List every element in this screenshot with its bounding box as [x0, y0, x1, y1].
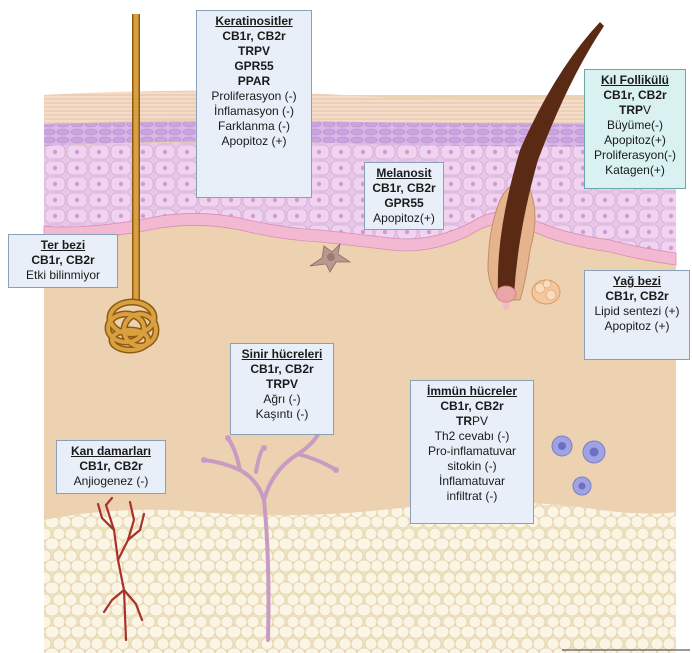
sweat-gland-title: Ter bezi: [13, 238, 113, 253]
melanocyte-title: Melanosit: [369, 166, 439, 181]
keratinocytes-box: Keratinositler CB1r, CB2r TRPV GPR55 PPA…: [196, 10, 312, 198]
sweat-gland-receptor-1: CB1r, CB2r: [13, 253, 113, 268]
immune-cells-effect-2: Pro-inflamatuvar: [415, 444, 529, 459]
blood-vessels-box: Kan damarları CB1r, CB2r Anjiogenez (-): [56, 440, 166, 494]
nerve-cells-receptor-2: TRPV: [235, 377, 329, 392]
nerve-cells-box: Sinir hücreleri CB1r, CB2r TRPV Ağrı (-)…: [230, 343, 334, 435]
keratinocytes-effect-2: İnflamasyon (-): [201, 104, 307, 119]
immune-cells-effect-1: Th2 cevabı (-): [415, 429, 529, 444]
nerve-cells-effect-1: Ağrı (-): [235, 392, 329, 407]
immune-cells-effect-3: sitokin (-): [415, 459, 529, 474]
sebaceous-gland-effect-2: Apopitoz (+): [589, 319, 685, 334]
hair-follicle-effect-2: Apopitoz(+): [589, 133, 681, 148]
subcutaneous-fat: [44, 502, 676, 653]
immune-cells-receptor-2: TRPV: [415, 414, 529, 429]
immune-cells-box: İmmün hücreler CB1r, CB2r TRPV Th2 cevab…: [410, 380, 534, 524]
keratinocytes-title: Keratinositler: [201, 14, 307, 29]
keratinocytes-effect-3: Farklanma (-): [201, 119, 307, 134]
sebaceous-gland: [532, 280, 560, 304]
sebaceous-gland-effect-1: Lipid sentezi (+): [589, 304, 685, 319]
keratinocytes-receptor-3: GPR55: [201, 59, 307, 74]
melanocyte-receptor-1: CB1r, CB2r: [369, 181, 439, 196]
hair-follicle-receptor-2: TRPV: [589, 103, 681, 118]
immune-cells-title: İmmün hücreler: [415, 384, 529, 399]
hair-follicle-effect-4: Katagen(+): [589, 163, 681, 178]
melanocyte-box: Melanosit CB1r, CB2r GPR55 Apopitoz(+): [364, 162, 444, 230]
keratinocytes-receptor-2: TRPV: [201, 44, 307, 59]
immune-cells-receptor-1: CB1r, CB2r: [415, 399, 529, 414]
melanocyte-receptor-2: GPR55: [369, 196, 439, 211]
melanocyte-effect-1: Apopitoz(+): [369, 211, 439, 226]
sebaceous-gland-title: Yağ bezi: [589, 274, 685, 289]
sebaceous-gland-box: Yağ bezi CB1r, CB2r Lipid sentezi (+) Ap…: [584, 270, 690, 360]
keratinocytes-effect-1: Proliferasyon (-): [201, 89, 307, 104]
sweat-gland-effect-1: Etki bilinmiyor: [13, 268, 113, 283]
keratinocytes-effect-4: Apopitoz (+): [201, 134, 307, 149]
immune-cells-effect-4: İnflamatuvar: [415, 474, 529, 489]
hair-follicle-effect-1: Büyüme(-): [589, 118, 681, 133]
immune-cells-effect-5: infiltrat (-): [415, 489, 529, 504]
keratinocytes-receptor-4: PPAR: [201, 74, 307, 89]
sweat-gland-box: Ter bezi CB1r, CB2r Etki bilinmiyor: [8, 234, 118, 288]
nerve-cells-title: Sinir hücreleri: [235, 347, 329, 362]
hair-follicle-title: Kıl Follikülü: [589, 73, 681, 88]
blood-vessels-receptor-1: CB1r, CB2r: [61, 459, 161, 474]
sebaceous-gland-receptor-1: CB1r, CB2r: [589, 289, 685, 304]
nerve-cells-effect-2: Kaşıntı (-): [235, 407, 329, 422]
hair-follicle-box: Kıl Follikülü CB1r, CB2r TRPV Büyüme(-) …: [584, 69, 686, 189]
blood-vessels-effect-1: Anjiogenez (-): [61, 474, 161, 489]
hair-follicle-receptor-1: CB1r, CB2r: [589, 88, 681, 103]
blood-vessels-title: Kan damarları: [61, 444, 161, 459]
nerve-cells-receptor-1: CB1r, CB2r: [235, 362, 329, 377]
keratinocytes-receptor-1: CB1r, CB2r: [201, 29, 307, 44]
hair-follicle-effect-3: Proliferasyon(-): [589, 148, 681, 163]
